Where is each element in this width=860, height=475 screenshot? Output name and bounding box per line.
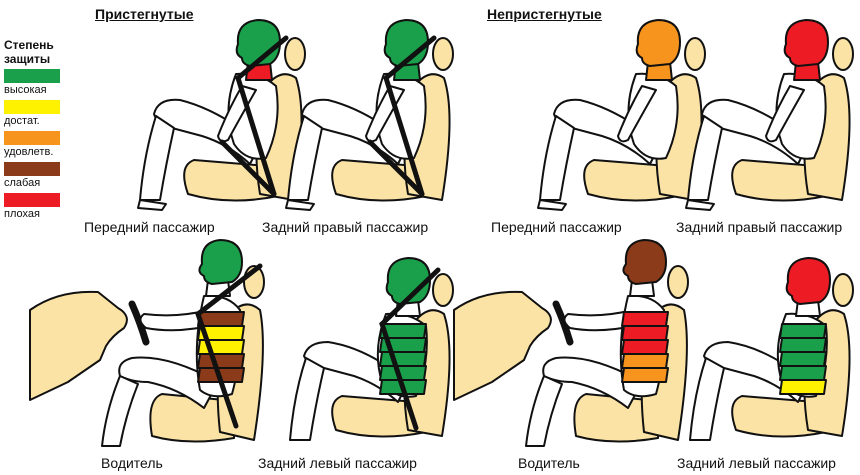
legend-label: достат.: [4, 115, 40, 127]
arm: [617, 85, 657, 143]
lap-belt: [219, 139, 277, 197]
shin: [539, 115, 575, 201]
legend-swatch: [4, 162, 60, 176]
foot: [685, 199, 715, 211]
chest-zone: [379, 351, 427, 367]
legend-swatch: [4, 100, 60, 114]
chest-zone: [779, 379, 827, 395]
caption-front-passenger-buckled: Передний пассажир: [84, 219, 215, 235]
legend-label: удовлетв.: [4, 146, 54, 158]
legend-swatch: [4, 69, 60, 83]
legend-label: слабая: [4, 177, 41, 189]
headrest: [284, 37, 306, 71]
foot: [137, 199, 167, 211]
caption-rear-right-buckled: Задний правый пассажир: [262, 219, 429, 235]
legend-swatch: [4, 131, 60, 145]
shin: [525, 375, 563, 447]
seat-belt: [379, 267, 441, 431]
chest-zone: [197, 311, 245, 327]
chest-zone: [379, 365, 427, 381]
legend-item-sufficient: достат.: [4, 100, 64, 128]
caption-rear-right-unbuckled: Задний правый пассажир: [676, 219, 843, 235]
dashboard: [29, 290, 128, 401]
headrest: [832, 37, 854, 71]
legend-swatch: [4, 193, 60, 207]
caption-driver-buckled: Водитель: [101, 455, 163, 471]
caption-front-passenger-unbuckled: Передний пассажир: [491, 219, 622, 235]
steering-wheel: [552, 300, 574, 346]
shin: [139, 115, 175, 201]
headrest: [832, 273, 854, 307]
foot: [285, 199, 315, 211]
head: [622, 239, 667, 285]
legend-item-poor: [4, 193, 64, 207]
legend-title-line1: Степень: [4, 38, 54, 52]
headrest: [432, 37, 454, 71]
heading-buckled: Пристегнутые: [95, 6, 194, 22]
heading-unbuckled: Непристегнутые: [487, 6, 602, 22]
chest-zone: [779, 337, 827, 353]
seat-belt: [383, 35, 437, 197]
legend-label: высокая: [4, 84, 47, 96]
headrest: [667, 265, 689, 299]
shin: [687, 115, 723, 201]
legend-item-satisfactory: удовлетв.: [4, 131, 64, 159]
head: [635, 19, 681, 67]
head: [385, 257, 431, 305]
chest-zone: [621, 367, 669, 383]
rear-left-unbuckled-figure: [689, 257, 854, 441]
protection-legend: Степень защиты высокая достат. удовлетв.…: [4, 38, 64, 221]
legend-item-high: высокая: [4, 69, 64, 97]
shin: [689, 357, 725, 441]
rear-right-unbuckled-figure: [685, 19, 854, 211]
caption-rear-left-buckled: Задний левый пассажир: [258, 455, 417, 471]
chest-zone: [779, 323, 827, 339]
rear-left-buckled-figure: [289, 257, 454, 441]
front-passenger-unbuckled-figure: [537, 19, 706, 211]
caption-rear-left-unbuckled: Задний левый пассажир: [677, 455, 836, 471]
thigh: [701, 98, 809, 165]
dashboard: [453, 290, 552, 401]
foot: [537, 199, 567, 211]
head: [198, 239, 243, 285]
shin: [287, 115, 323, 201]
headrest: [432, 273, 454, 307]
headrest: [684, 37, 706, 71]
head: [783, 19, 829, 67]
shin: [289, 357, 325, 441]
driver-unbuckled-figure: [453, 239, 689, 447]
front-passenger-buckled-figure: [137, 19, 306, 211]
legend-label: плохая: [4, 208, 40, 220]
chest-zone: [779, 351, 827, 367]
lap-belt: [367, 139, 425, 197]
head: [785, 257, 831, 305]
caption-driver-unbuckled: Водитель: [518, 455, 580, 471]
seat-belt: [235, 35, 289, 197]
chest-zone: [779, 365, 827, 381]
rear-right-buckled-figure: [285, 19, 454, 211]
driver-buckled-figure: [29, 239, 265, 447]
legend-title-line2: защиты: [4, 52, 51, 66]
thigh: [553, 98, 661, 165]
shin: [101, 375, 139, 447]
steering-wheel: [128, 300, 150, 346]
chest-zone: [197, 353, 245, 369]
arm: [765, 85, 805, 143]
legend-item-weak: слабая: [4, 162, 64, 190]
seat-belt: [195, 263, 263, 429]
thigh: [301, 98, 409, 165]
thigh: [153, 98, 261, 165]
